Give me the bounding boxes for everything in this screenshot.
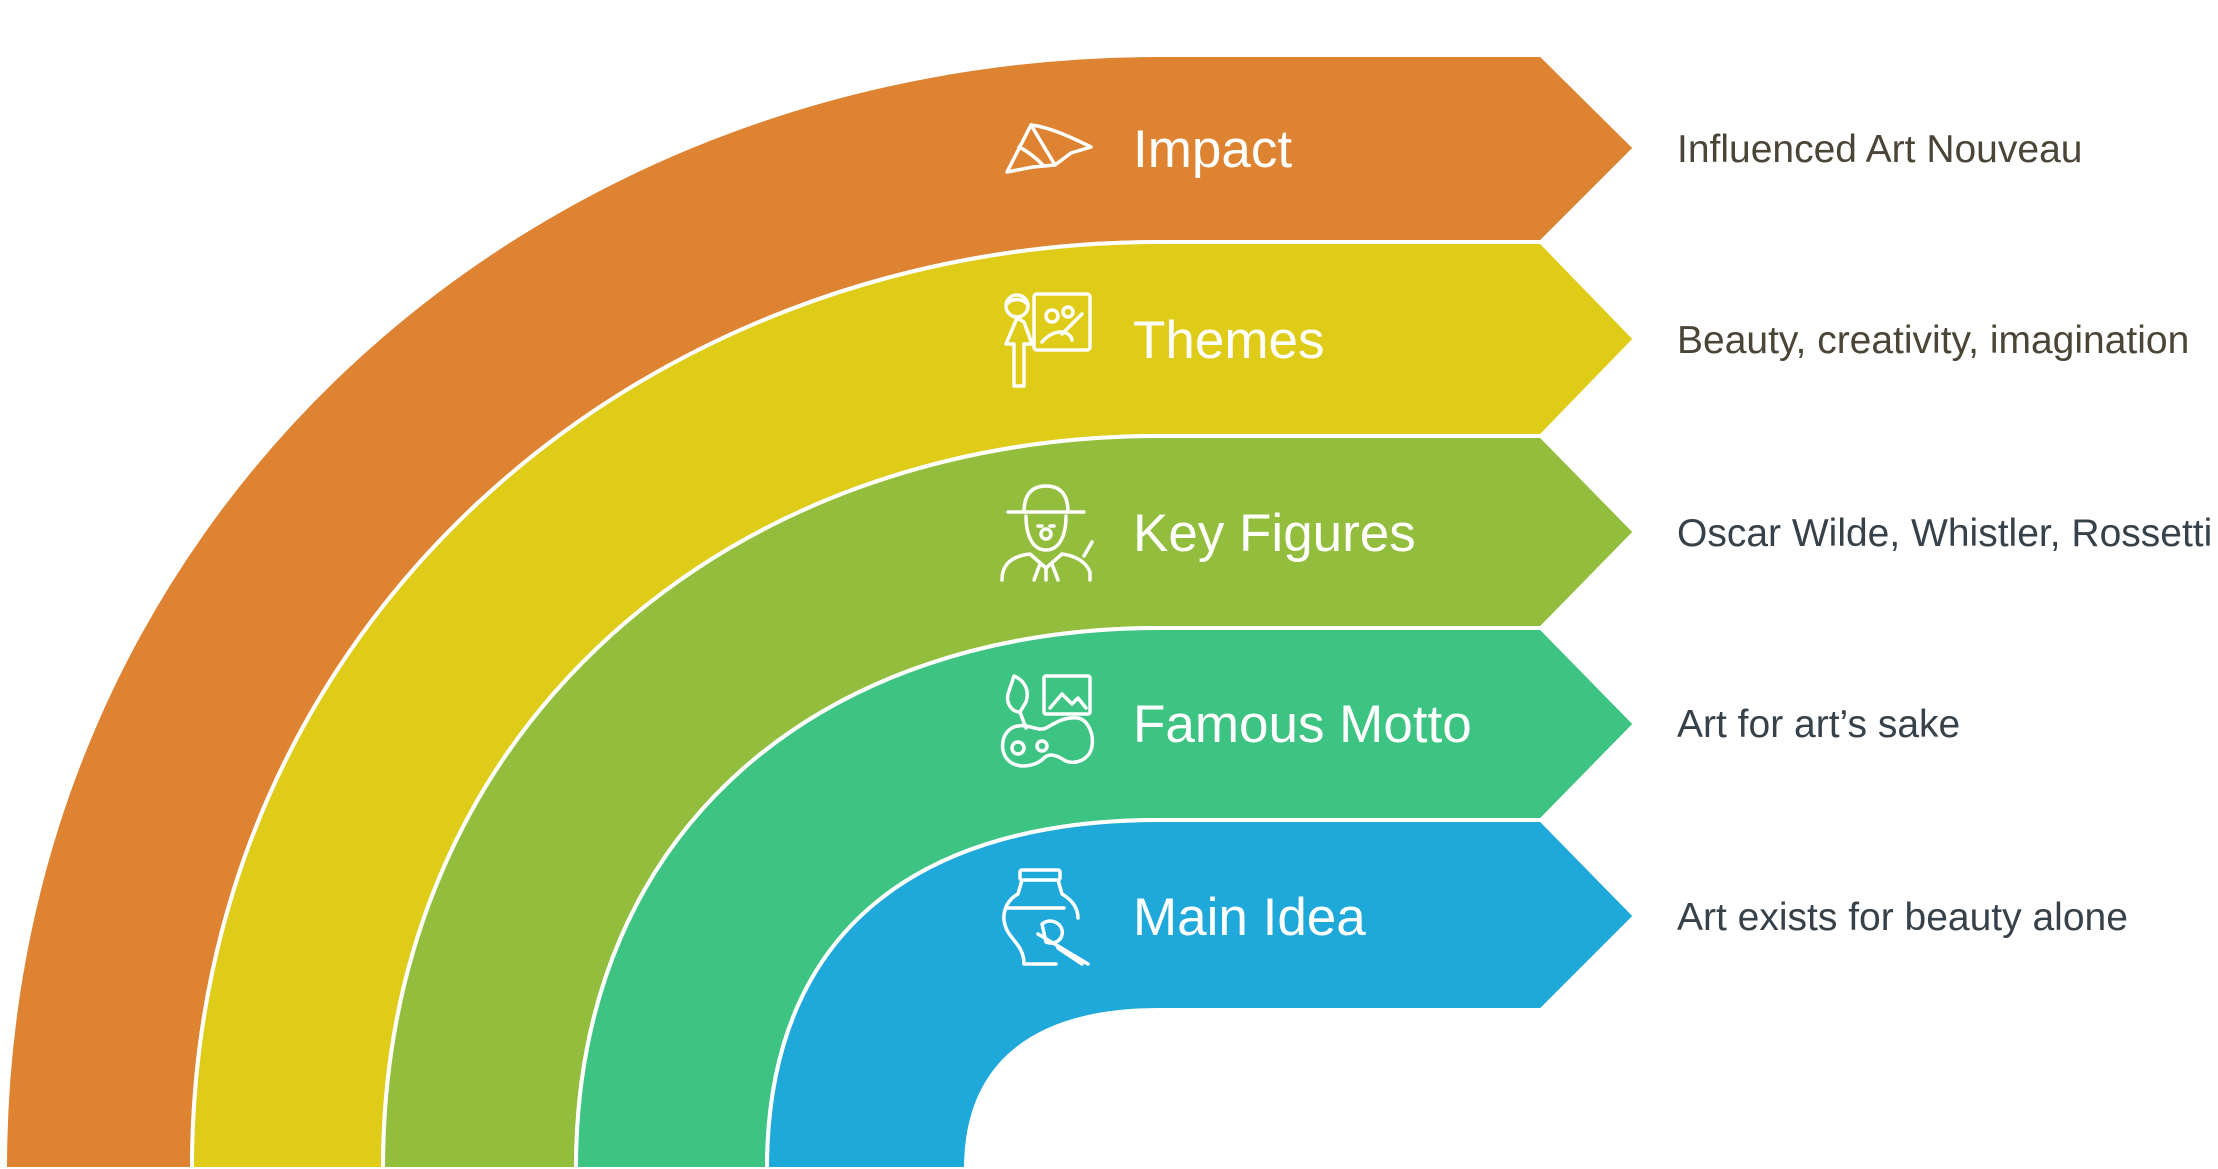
band-label-famous-motto: Famous Motto xyxy=(1133,695,1472,754)
band-label-key-figures: Key Figures xyxy=(1133,504,1416,563)
band-description-impact: Influenced Art Nouveau xyxy=(1677,128,2082,171)
painter-canvas-icon xyxy=(1004,292,1092,388)
band-label-main-idea: Main Idea xyxy=(1133,888,1366,947)
band-description-famous-motto: Art for art’s sake xyxy=(1677,703,1960,746)
palette-brush-icon xyxy=(1000,674,1095,768)
band-shapes xyxy=(2,53,1638,1169)
umbrella-icon xyxy=(1005,123,1093,174)
band-label-themes: Themes xyxy=(1133,311,1324,370)
band-labels: Impact Themes Key Figures Famous Motto M… xyxy=(1133,120,1472,947)
band-main-idea-shape[interactable] xyxy=(764,818,1638,1169)
person-with-hat-icon xyxy=(1000,484,1094,582)
band-label-impact: Impact xyxy=(1133,120,1292,179)
vase-brush-icon xyxy=(1002,868,1090,966)
band-description-key-figures: Oscar Wilde, Whistler, Rossetti xyxy=(1677,512,2212,555)
band-description-themes: Beauty, creativity, imagination xyxy=(1677,319,2189,362)
band-descriptions: Influenced Art Nouveau Beauty, creativit… xyxy=(1677,128,2212,939)
band-description-main-idea: Art exists for beauty alone xyxy=(1677,896,2128,939)
